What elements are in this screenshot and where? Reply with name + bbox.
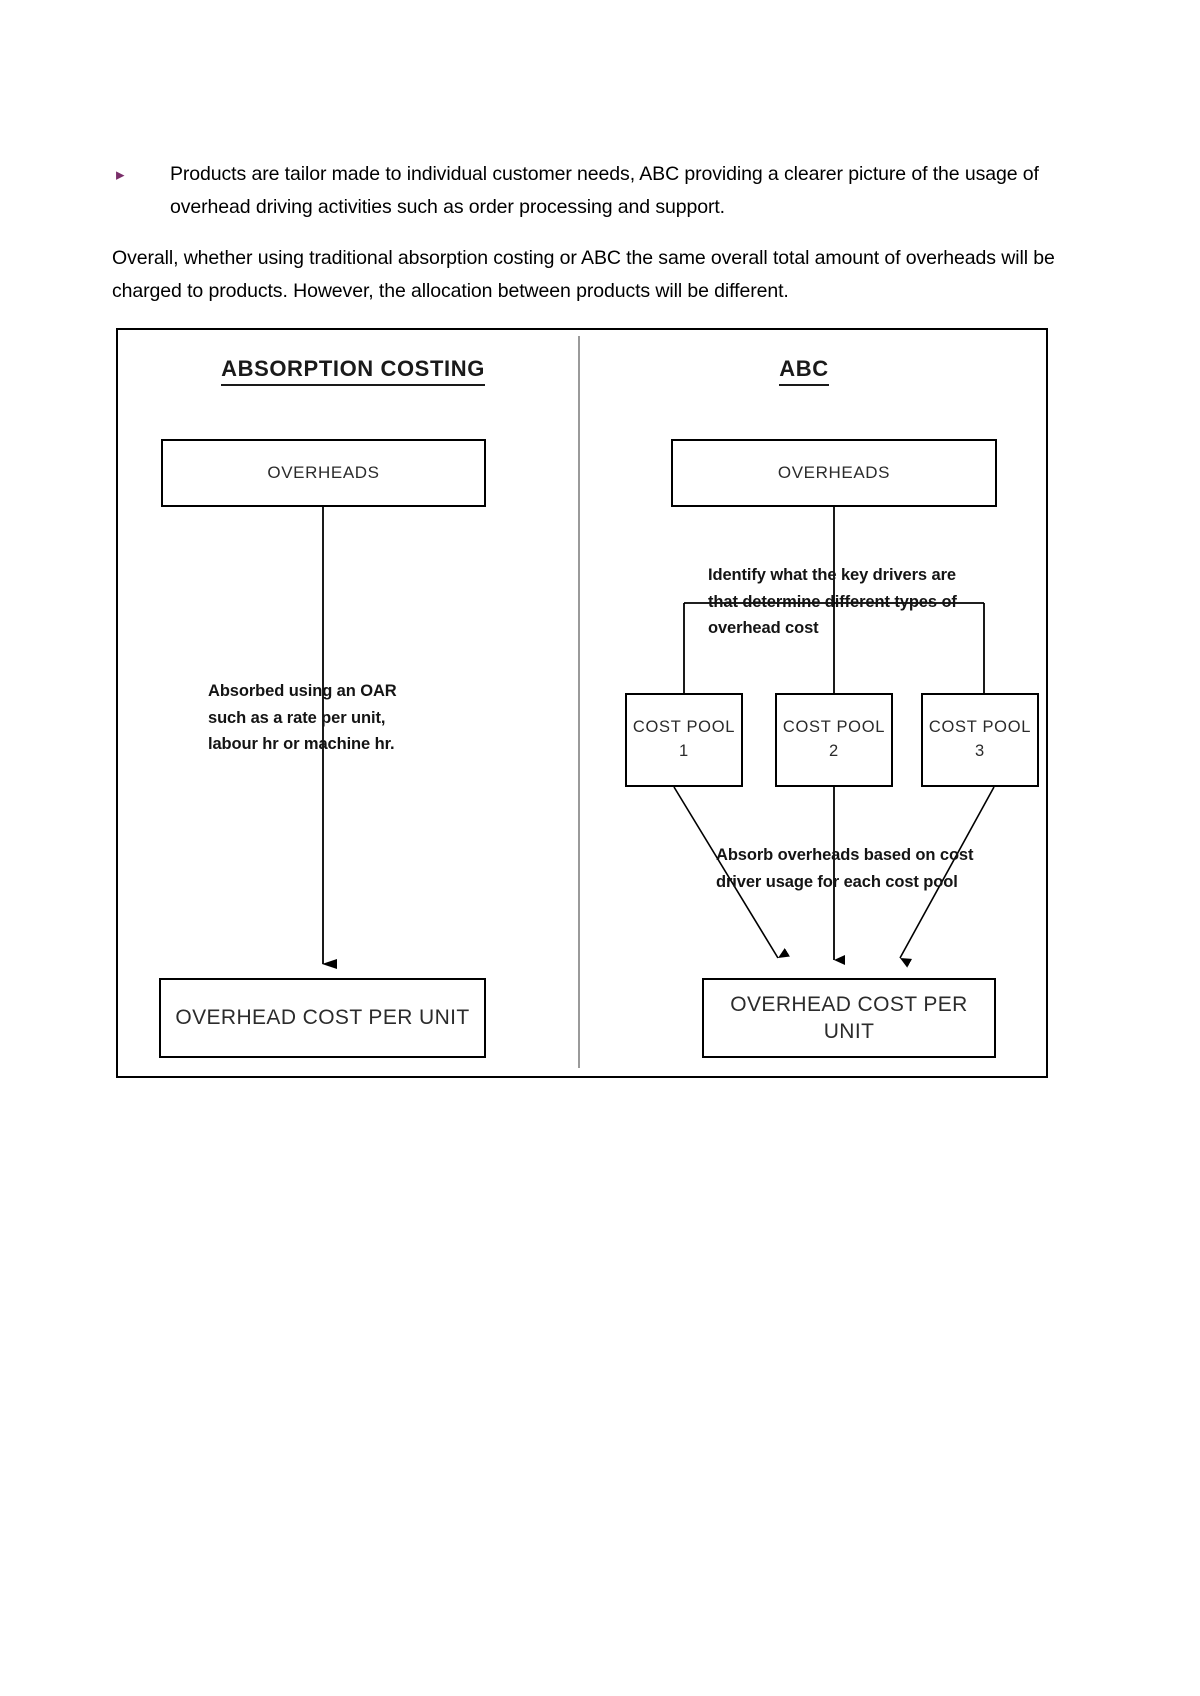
overhead-cost-per-unit-box-abc: OVERHEAD COST PER UNIT xyxy=(702,978,996,1058)
bullet-item-text: Products are tailor made to individual c… xyxy=(170,163,1039,218)
cost-pool-2-box: COST POOL 2 xyxy=(775,693,893,787)
overheads-box-abc: OVERHEADS xyxy=(671,439,997,507)
overheads-box-absorption-label: OVERHEADS xyxy=(267,463,380,483)
overhead-cost-per-unit-abc-label: OVERHEAD COST PER UNIT xyxy=(730,992,968,1043)
cost-pool-3-label: COST POOL 3 xyxy=(928,718,1032,760)
overall-paragraph: Overall, whether using traditional absor… xyxy=(112,247,1055,302)
overhead-cost-per-unit-box-absorption: OVERHEAD COST PER UNIT xyxy=(159,978,486,1058)
column-divider xyxy=(578,336,580,1068)
cost-pool-1-label: COST POOL 1 xyxy=(632,718,736,760)
costing-comparison-diagram: ABSORPTION COSTING ABC OVERHEADS xyxy=(116,328,1048,1078)
cost-pool-2-label: COST POOL 2 xyxy=(782,718,886,760)
cost-pool-3-box: COST POOL 3 xyxy=(921,693,1039,787)
absorption-costing-title: ABSORPTION COSTING xyxy=(158,356,548,386)
overheads-box-absorption: OVERHEADS xyxy=(161,439,486,507)
intro-prose-block: ▸ Products are tailor made to individual… xyxy=(112,158,1072,308)
bullet-arrow-icon: ▸ xyxy=(116,165,125,184)
abc-title-text: ABC xyxy=(779,356,829,386)
overhead-cost-per-unit-absorption-label: OVERHEAD COST PER UNIT xyxy=(175,1006,470,1030)
overheads-box-abc-label: OVERHEADS xyxy=(777,463,891,483)
absorption-method-annotation: Absorbed using an OAR such as a rate per… xyxy=(208,682,397,754)
bullet-list-item: ▸ Products are tailor made to individual… xyxy=(112,158,1052,224)
cost-pool-1-box: COST POOL 1 xyxy=(625,693,743,787)
absorption-costing-title-text: ABSORPTION COSTING xyxy=(221,356,485,386)
abc-title: ABC xyxy=(598,356,1010,386)
key-drivers-annotation: Identify what the key drivers are that d… xyxy=(708,566,957,638)
absorb-overheads-annotation: Absorb overheads based on cost driver us… xyxy=(716,846,974,891)
